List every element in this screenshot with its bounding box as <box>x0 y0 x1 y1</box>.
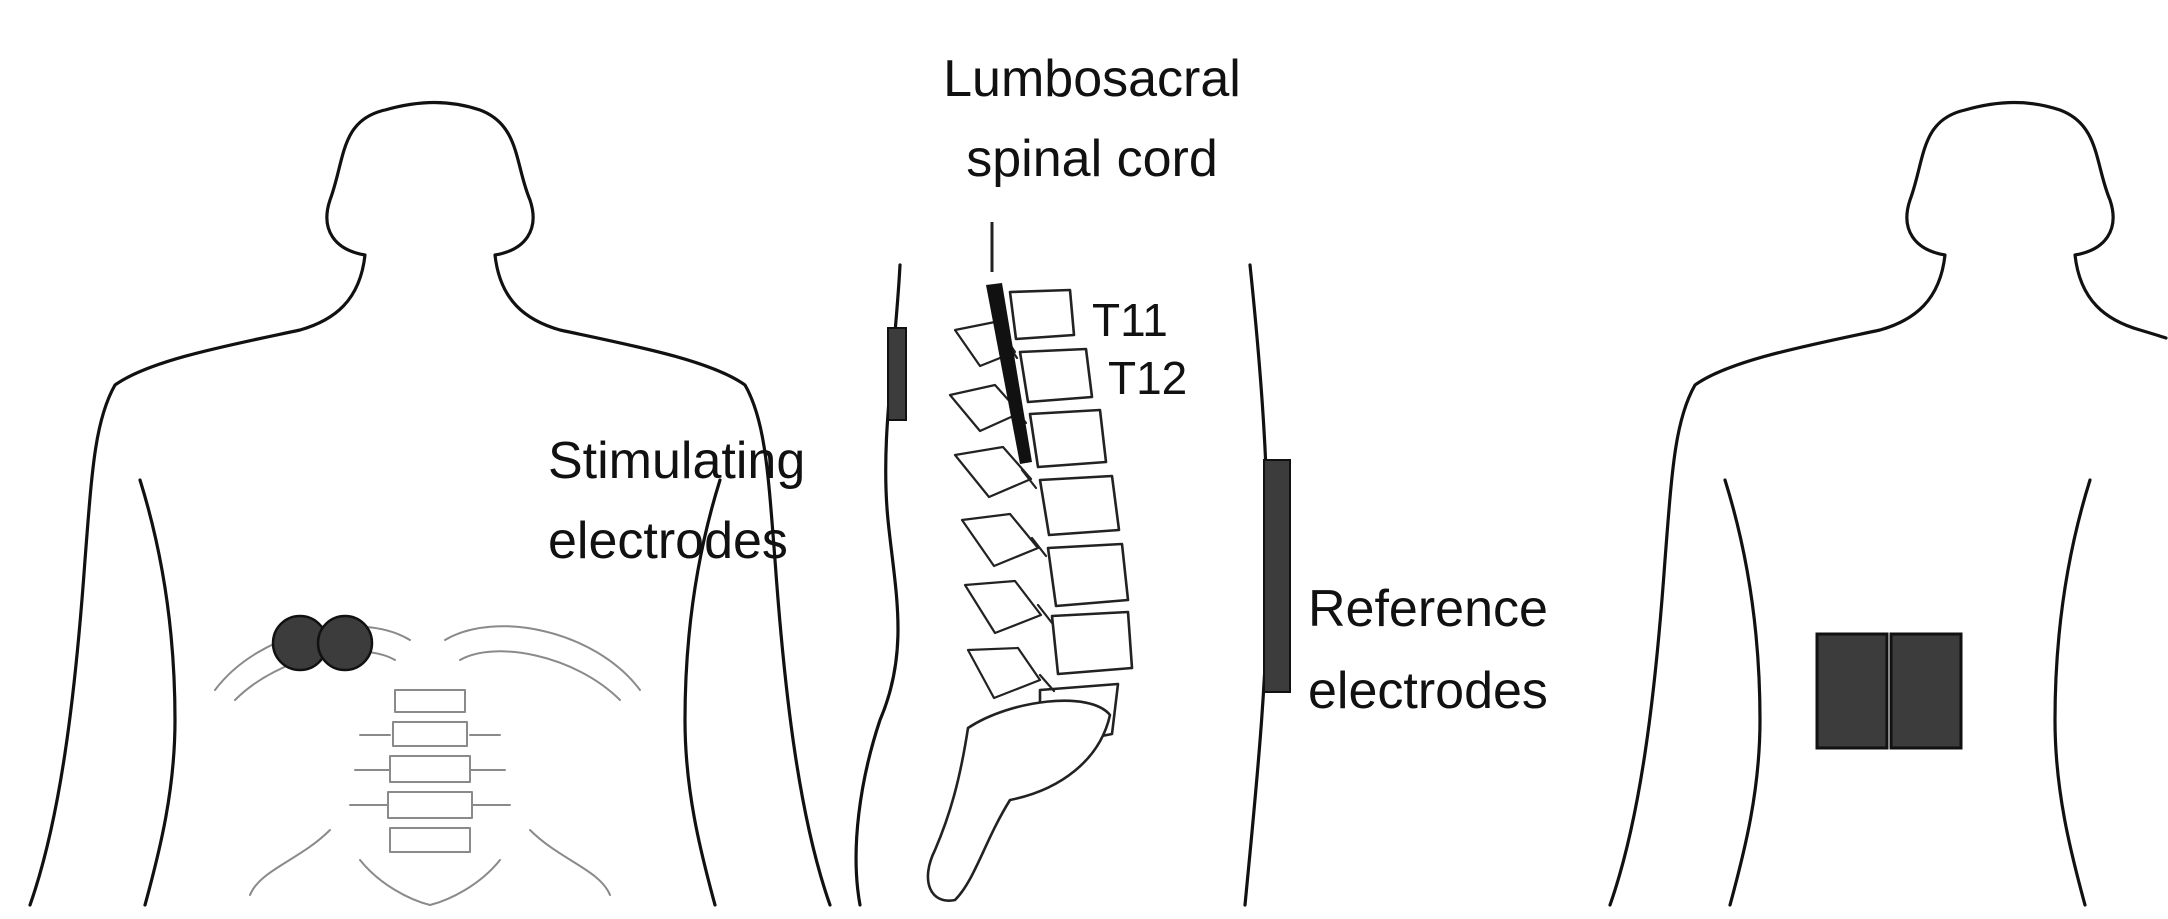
front-vertebra <box>390 828 470 852</box>
stimulating-electrodes-label-line1: Stimulating <box>548 432 805 490</box>
t11-label: T11 <box>1092 294 1168 346</box>
front-left-arm-line <box>140 480 175 905</box>
reference-electrodes-label-line2: electrodes <box>1308 662 1548 720</box>
spinous-process <box>962 514 1038 566</box>
front-body-figure <box>30 103 830 906</box>
vertebra-l3 <box>1048 544 1128 606</box>
pelvis-sketch <box>250 830 610 905</box>
front-vertebra <box>395 690 465 712</box>
reference-electrode-side <box>1264 460 1290 692</box>
spinous-process <box>965 581 1041 633</box>
front-vertebra <box>388 792 472 818</box>
front-spine-sketch <box>215 626 640 905</box>
back-left-arm-line <box>1725 480 1760 905</box>
front-vertebra <box>393 722 467 746</box>
reference-electrode-pad <box>1891 634 1961 748</box>
back-right-arm-line <box>2055 480 2090 905</box>
vertebra-l4 <box>1052 612 1132 674</box>
spinous-process <box>968 648 1040 698</box>
vertebra-l2 <box>1040 476 1119 535</box>
t12-label: T12 <box>1108 352 1187 404</box>
reference-electrodes-label-line1: Reference <box>1308 580 1548 638</box>
back-reference-electrodes <box>1817 634 1961 748</box>
vertebra-t11 <box>1010 290 1074 339</box>
vertebra-l1 <box>1030 410 1106 467</box>
reference-electrode-pad <box>1817 634 1887 748</box>
stimulating-electrode-side <box>888 328 906 420</box>
stimulating-electrodes-label-line2: electrodes <box>548 512 788 570</box>
side-spine-view <box>856 222 1290 905</box>
spinal-cord-label-line2: spinal cord <box>966 130 1217 188</box>
side-vertebral-column <box>928 290 1132 901</box>
vertebra-t12 <box>1020 349 1092 402</box>
front-stimulating-electrodes <box>273 616 372 670</box>
electrode-disc <box>318 616 372 670</box>
sacrum <box>928 701 1110 901</box>
back-body-figure <box>1610 103 2166 906</box>
front-vertebra <box>390 756 470 782</box>
front-body-outline <box>30 103 830 906</box>
rib-arc <box>460 651 620 700</box>
spinal-cord-label-line1: Lumbosacral <box>943 50 1241 108</box>
